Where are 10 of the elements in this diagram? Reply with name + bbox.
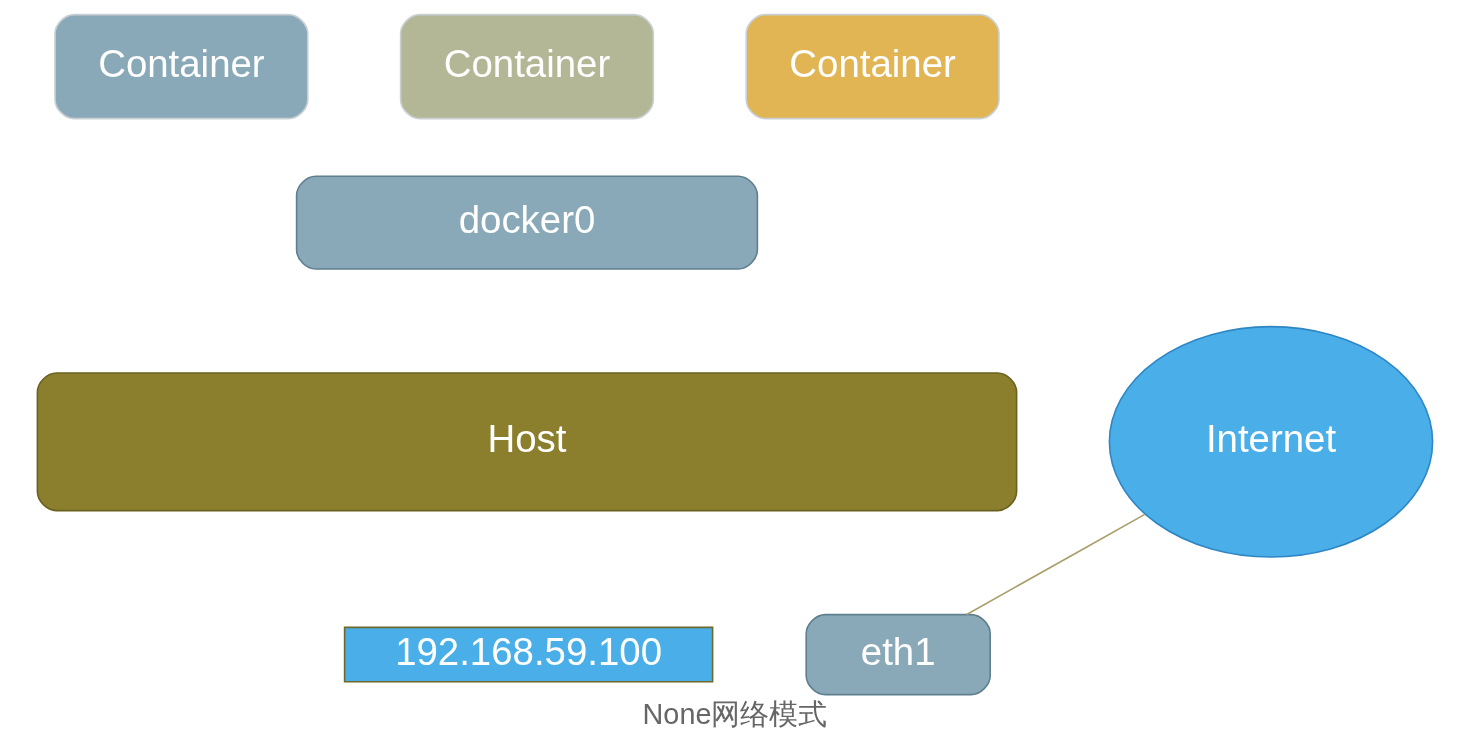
node-box: Container — [54, 13, 309, 120]
node-box: Container — [399, 13, 655, 120]
node-ellipse: Internet — [1108, 325, 1434, 558]
node-box: eth1 — [805, 613, 991, 696]
caption: None网络模式 — [642, 698, 828, 731]
node-box: docker0 — [295, 175, 759, 270]
node-box: Container — [745, 13, 1000, 120]
node-box: Host — [36, 372, 1018, 512]
node-box: 192.168.59.100 — [343, 626, 714, 683]
connector — [965, 513, 1146, 616]
